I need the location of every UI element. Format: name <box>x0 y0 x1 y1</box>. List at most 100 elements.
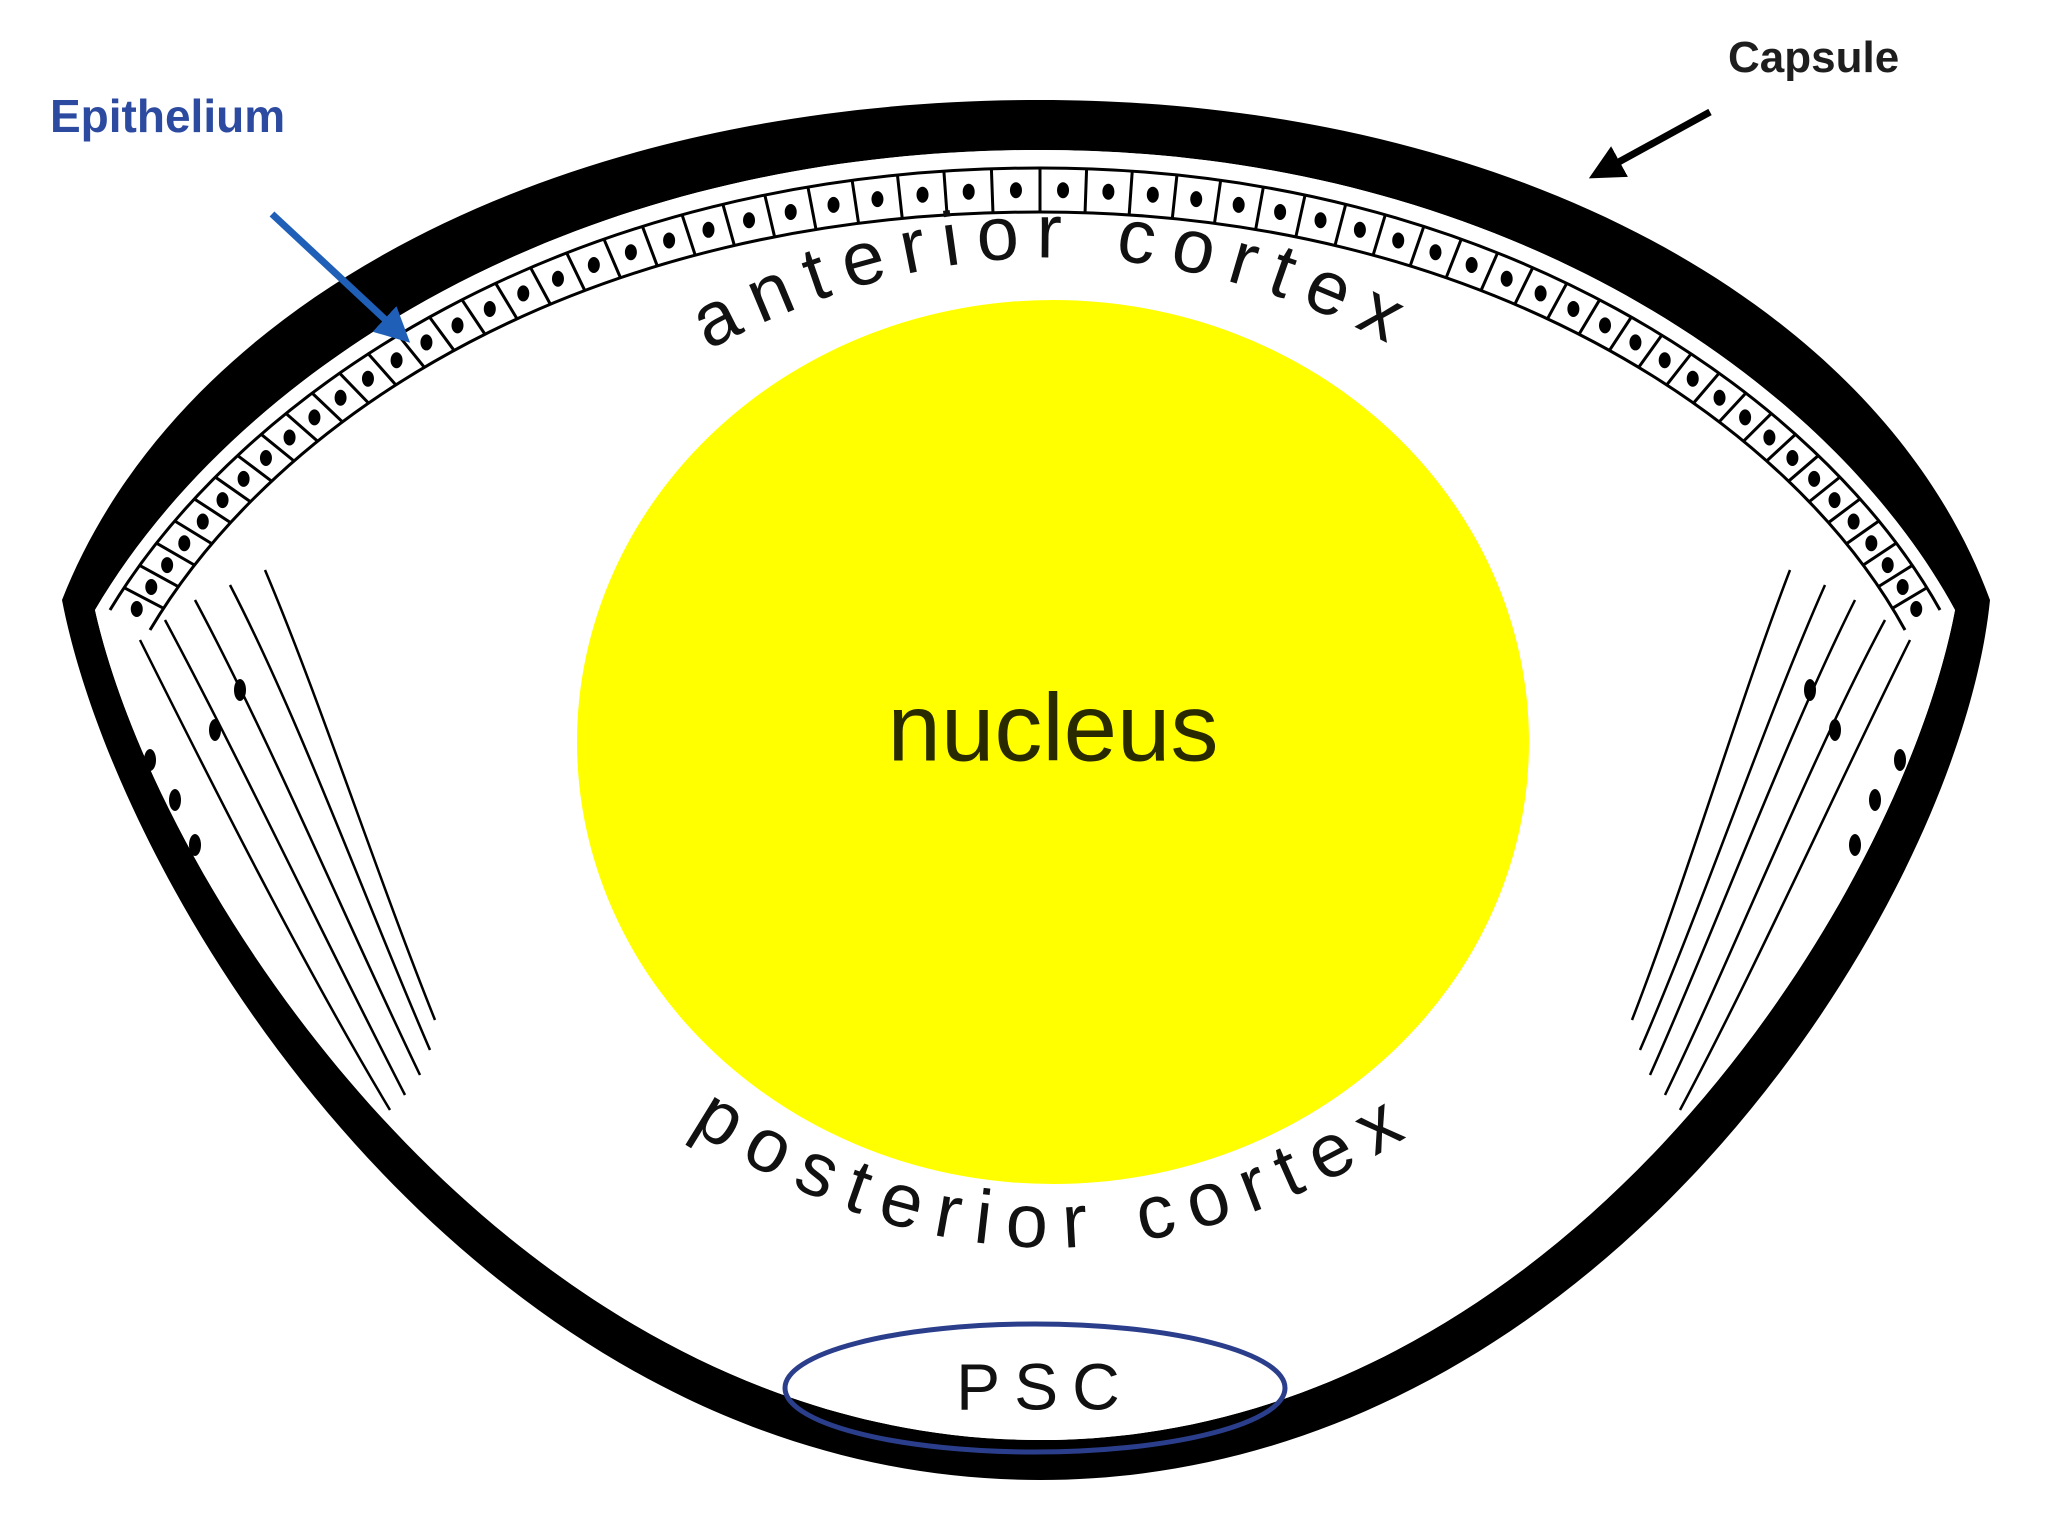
lens-fibers-right <box>1630 569 1912 1111</box>
epithelial-cell-wall <box>1479 252 1499 292</box>
epithelial-cell-nucleus <box>361 370 374 387</box>
epithelial-cell-nucleus <box>178 535 191 552</box>
capsule-label: Capsule <box>1728 33 1899 82</box>
epithelial-cell-nucleus <box>1828 492 1841 509</box>
epithelial-cell-wall <box>1408 225 1426 267</box>
epithelial-cell-wall <box>138 564 180 588</box>
epithelial-cell-nucleus <box>962 183 975 200</box>
epithelial-cell-wall <box>1718 392 1747 423</box>
epithelial-cell-wall <box>1827 497 1861 524</box>
epithelial-cell-wall <box>460 298 487 336</box>
epithelial-cell-wall <box>260 433 295 463</box>
epithelial-cell-wall <box>721 203 736 246</box>
epithelial-cell-wall <box>494 282 519 320</box>
epithelial-cell-nucleus <box>451 317 464 334</box>
epithelial-cell-nucleus <box>1102 183 1115 200</box>
epithelial-cell-wall <box>1665 352 1693 386</box>
epithelial-cell-nucleus <box>624 244 637 261</box>
epithelial-cell-wall <box>367 352 397 386</box>
epithelial-cell-wall <box>1891 586 1928 610</box>
epithelial-cell-nucleus <box>702 221 715 238</box>
epithelial-cell-wall <box>850 180 861 224</box>
epithelial-cell-nucleus <box>130 601 143 618</box>
epithelial-cell-nucleus <box>196 513 209 530</box>
epithelial-cell-wall <box>895 174 904 219</box>
epithelial-cell-nucleus <box>587 256 600 273</box>
epithelial-cell-wall <box>1212 180 1223 224</box>
epithelial-cell-wall <box>1692 372 1721 405</box>
epithelial-cell-wall <box>1608 316 1633 352</box>
epithelial-cell-wall <box>428 316 456 352</box>
epithelial-cell-nucleus <box>1190 191 1203 208</box>
epithelial-cell-nucleus <box>259 449 272 466</box>
capsule-arrow <box>1588 108 1712 179</box>
epithelial-cell-nucleus <box>1739 409 1752 426</box>
epithelial-cell-wall <box>236 454 273 483</box>
epithelial-cell-nucleus <box>483 300 496 317</box>
epithelial-cell-wall <box>1577 299 1601 336</box>
epithelial-cell-nucleus <box>1910 601 1923 618</box>
epithelial-cell-nucleus <box>1763 429 1776 446</box>
epithelial-cell-nucleus <box>390 352 403 369</box>
epithelial-cell-wall <box>1877 564 1914 588</box>
psc-label: PSC <box>956 1349 1134 1423</box>
epithelial-cell-wall <box>602 238 622 279</box>
epithelial-cell-nucleus <box>237 470 250 487</box>
epithelial-cell-wall <box>1170 174 1179 219</box>
epithelial-cell-nucleus <box>743 212 756 229</box>
epithelial-cell-nucleus <box>1865 535 1878 552</box>
psc-outline <box>782 1321 1288 1455</box>
epithelial-cell-wall <box>338 372 370 405</box>
epithelial-cell-wall <box>193 497 232 524</box>
epithelial-cell-nucleus <box>551 270 564 287</box>
epithelial-cell-wall <box>155 541 196 567</box>
epithelial-cell-nucleus <box>663 232 676 249</box>
epithelial-cell-wall <box>1444 238 1463 279</box>
epithelial-cell-nucleus <box>1314 212 1327 229</box>
epithelial-cell-wall <box>565 252 587 292</box>
epithelial-cell-wall <box>763 194 777 238</box>
epithelial-cell-nucleus <box>784 203 797 220</box>
epithelial-cell-wall <box>1083 168 1089 213</box>
epithelial-cell-nucleus <box>1881 557 1894 574</box>
epithelial-cell-nucleus <box>1534 285 1547 302</box>
epithelial-cell-nucleus <box>1500 270 1513 287</box>
epithelial-cell-nucleus <box>1658 352 1671 369</box>
epithelial-cell-wall <box>680 214 697 256</box>
epithelial-cell-wall <box>1371 214 1387 256</box>
epithelial-cell-wall <box>1513 267 1535 305</box>
epithelial-cell-wall <box>641 225 659 267</box>
epithelial-cell-nucleus <box>308 409 321 426</box>
epithelial-cell-nucleus <box>1847 513 1860 530</box>
epithelial-cell-nucleus <box>1713 389 1726 406</box>
epithelial-cell-nucleus <box>1009 182 1022 199</box>
epithelial-cell-wall <box>1254 186 1265 230</box>
epithelial-cell-wall <box>174 519 213 546</box>
epithelial-cell-nucleus <box>420 334 433 351</box>
epithelial-cell-wall <box>1127 171 1134 216</box>
epithelial-cell-wall <box>1294 194 1307 238</box>
epithelial-cell-nucleus <box>1392 232 1405 249</box>
fiber-nuclei <box>144 679 1906 856</box>
epithelial-cell-nucleus <box>1567 300 1580 317</box>
epithelial-cell-nucleus <box>916 186 929 203</box>
epithelial-cell-nucleus <box>517 285 530 302</box>
epithelial-cell-wall <box>1742 412 1773 443</box>
lens-fibers-left <box>138 569 437 1111</box>
epithelium-layer <box>108 166 1942 631</box>
epithelial-cell-wall <box>1862 541 1898 567</box>
epithelial-cell-nucleus <box>1353 221 1366 238</box>
epithelial-cell-wall <box>529 266 552 305</box>
epithelium-label: Epithelium <box>50 90 285 142</box>
nucleus-region <box>577 300 1529 1184</box>
nucleus-label: nucleus <box>888 674 1219 781</box>
epithelial-cell-wall <box>1787 454 1820 483</box>
epithelial-cell-nucleus <box>1274 203 1287 220</box>
epithelial-cell-wall <box>285 412 319 443</box>
epithelial-cell-nucleus <box>827 196 840 213</box>
epithelial-cell-nucleus <box>216 492 229 509</box>
epithelial-cell-nucleus <box>1232 196 1245 213</box>
epithelial-cell-nucleus <box>1686 370 1699 387</box>
epithelial-cell-nucleus <box>145 579 158 596</box>
